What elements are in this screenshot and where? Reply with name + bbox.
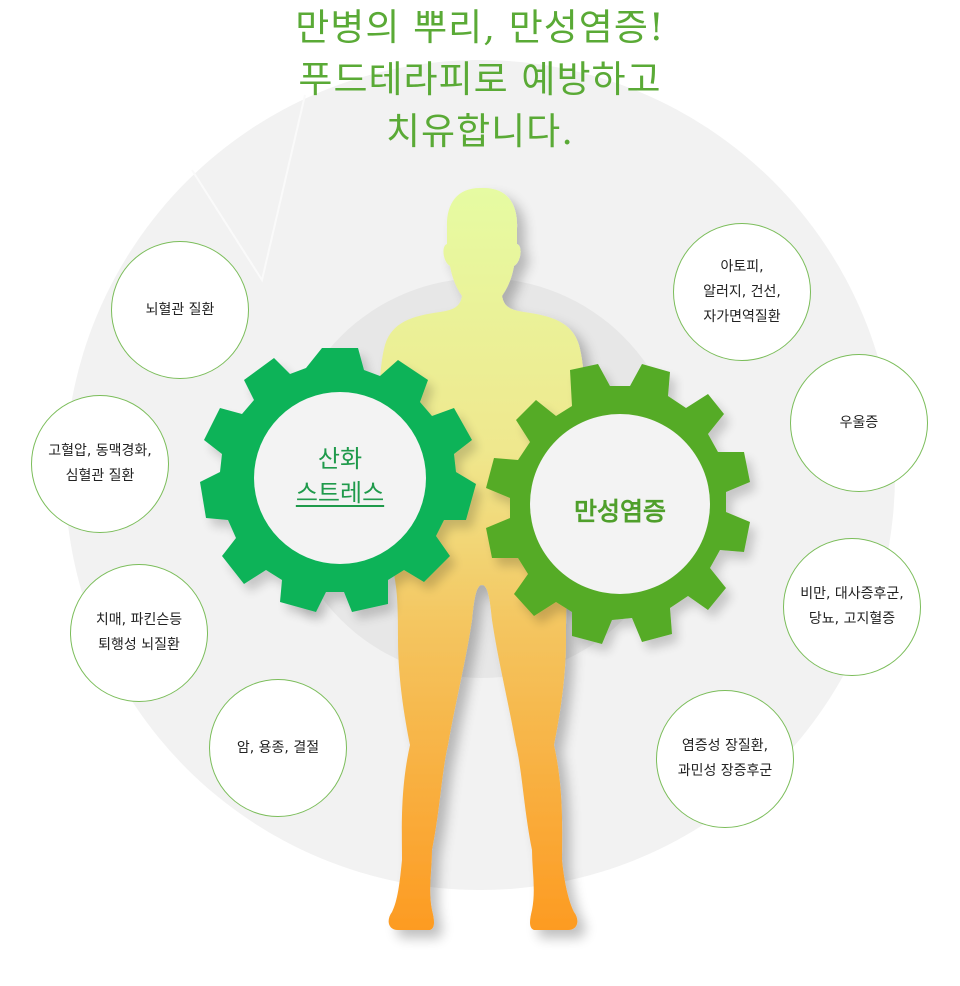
condition-obesity: 비만, 대사증후군, 당뇨, 고지혈증 [783, 538, 921, 676]
condition-cancer: 암, 용종, 결절 [209, 679, 347, 817]
condition-text: 퇴행성 뇌질환 [98, 637, 180, 653]
gear-label-line: 산화 [317, 445, 363, 473]
condition-text: 자가면역질환 [703, 308, 781, 325]
gear-oxidative-stress [200, 348, 476, 612]
condition-text: 과민성 장증후군 [677, 763, 773, 779]
condition-text: 당뇨, 고지혈증 [808, 611, 896, 627]
headline-line-2: 푸드테라피로 예방하고 [298, 58, 662, 101]
condition-text: 고혈압, 동맥경화, [48, 443, 152, 459]
headline: 만병의 뿌리, 만성염증! 푸드테라피로 예방하고 치유합니다. [0, 2, 960, 158]
condition-atopy: 아토피, 알러지, 건선, 자가면역질환 [673, 223, 811, 361]
condition-cerebrovascular: 뇌혈관 질환 [111, 241, 249, 379]
condition-text: 비만, 대사증후군, [800, 586, 904, 602]
condition-text: 아토피, [720, 258, 764, 275]
gear-label-oxidative-stress: 산화 스트레스 [280, 442, 400, 510]
gear-label-line: 스트레스 [295, 479, 385, 507]
gear-label-chronic-inflammation: 만성염증 [550, 495, 690, 529]
condition-bowel: 염증성 장질환, 과민성 장증후군 [656, 690, 794, 828]
headline-line-3: 치유합니다. [386, 110, 574, 153]
condition-dementia: 치매, 파킨슨등 퇴행성 뇌질환 [70, 564, 208, 702]
condition-text: 심혈관 질환 [65, 468, 135, 484]
condition-depression: 우울증 [790, 354, 928, 492]
condition-text: 염증성 장질환, [681, 738, 769, 754]
condition-text: 뇌혈관 질환 [145, 301, 215, 318]
condition-hypertension: 고혈압, 동맥경화, 심혈관 질환 [31, 395, 169, 533]
headline-line-1: 만병의 뿌리, 만성염증! [295, 6, 665, 49]
condition-text: 암, 용종, 결절 [236, 739, 320, 756]
gear-label-line: 만성염증 [573, 497, 666, 526]
condition-text: 치매, 파킨슨등 [95, 612, 183, 628]
condition-text: 알러지, 건선, [703, 283, 781, 300]
condition-text: 우울증 [839, 414, 879, 431]
gear-chronic-inflammation [486, 364, 750, 644]
